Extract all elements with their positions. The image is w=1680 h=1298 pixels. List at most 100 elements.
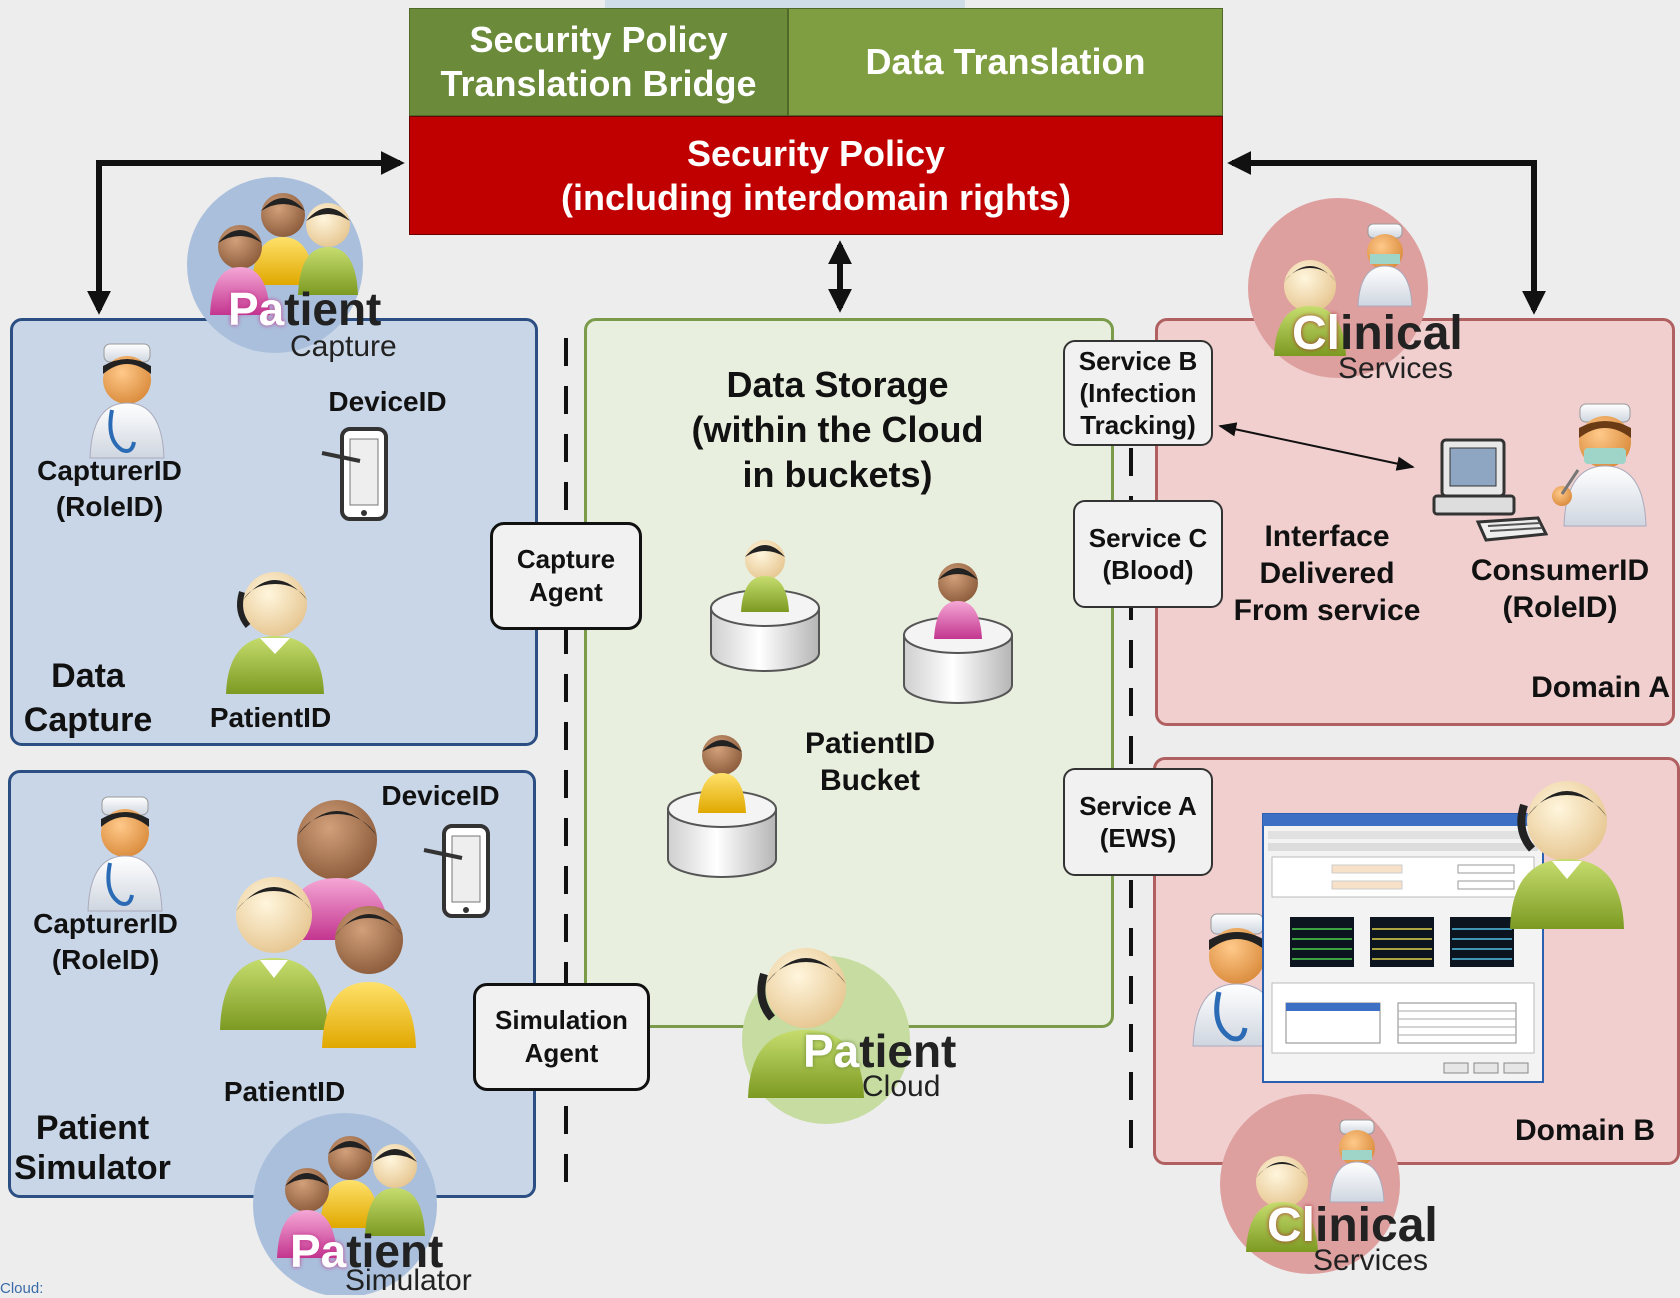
service-b-line2: (Infection xyxy=(1079,378,1197,408)
clinical-services-badge-b-icon xyxy=(1220,1094,1400,1274)
bridge-line2: Translation Bridge xyxy=(440,63,757,104)
policy-line2: (including interdomain rights) xyxy=(561,176,1071,218)
simulator-capturer-nurse-icon xyxy=(87,796,163,912)
badge-cloud-part-b: tient xyxy=(859,1025,957,1077)
service-c-line2: (Blood) xyxy=(1102,555,1194,585)
simulator-title-line2: Simulator xyxy=(14,1149,171,1187)
badge-word-part-a: Pa xyxy=(228,283,285,335)
capturer-line1: CapturerID xyxy=(37,455,182,486)
clinical-services-badge-a-title: Clinical xyxy=(1292,310,1463,358)
simulator-capturer-line1: CapturerID xyxy=(33,908,178,939)
capture-title-line2: Capture xyxy=(23,701,153,739)
capturer-nurse-icon xyxy=(89,343,165,459)
domain-b-title: Domain B xyxy=(1514,1114,1655,1147)
consumer-line2: (RoleID) xyxy=(1502,591,1618,624)
bucket-pink-icon xyxy=(903,563,1013,704)
data-capture-title: Data Capture xyxy=(18,654,158,742)
capture-device-label: DeviceID xyxy=(328,386,447,417)
clinical-a-part-a: Cl xyxy=(1292,307,1340,360)
policy-line1: Security Policy xyxy=(686,132,946,174)
patient-simulator-badge-title: Patient xyxy=(290,1228,443,1274)
simulation-agent-line1: Simulation xyxy=(495,1005,628,1035)
simulation-agent-box: Simulation Agent xyxy=(473,983,650,1091)
interface-line1: Interface xyxy=(1264,520,1390,553)
domain-b-patient-icon xyxy=(1510,781,1624,929)
storage-title-line1: Data Storage xyxy=(726,364,949,405)
bucket-line1: PatientID xyxy=(804,727,936,760)
clinical-services-badge-a-icon xyxy=(1248,198,1428,378)
arrow-service-b-to-consumer xyxy=(1218,422,1415,471)
bucket-line2: Bucket xyxy=(819,764,921,797)
security-policy-block: Security Policy (including interdomain r… xyxy=(409,116,1223,235)
patient-bucket-label: PatientID Bucket xyxy=(790,725,950,799)
service-a-box: Service A (EWS) xyxy=(1063,768,1213,876)
clinical-services-badge-b-title: Clinical xyxy=(1267,1202,1438,1250)
service-b-line1: Service B xyxy=(1078,346,1198,376)
service-b-line3: Tracking) xyxy=(1080,410,1196,440)
clinical-services-badge-b-sub: Services xyxy=(1313,1244,1429,1277)
bucket-yellow-icon xyxy=(667,735,777,878)
capturer-line2: (RoleID) xyxy=(55,491,164,522)
badge-word-part-b: tient xyxy=(284,283,382,335)
patient-simulator-title: Patient Simulator xyxy=(10,1108,175,1188)
interface-line3: From service xyxy=(1233,594,1421,627)
data-storage-title: Data Storage (within the Cloud in bucket… xyxy=(660,362,1015,497)
interface-delivered-label: Interface Delivered From service xyxy=(1222,518,1432,629)
tablet-device-icon xyxy=(321,427,388,521)
monitoring-app-window xyxy=(1262,813,1544,1083)
consumer-id-label: ConsumerID (RoleID) xyxy=(1460,552,1660,626)
bridge-line1: Security Policy xyxy=(469,19,728,60)
domain-a-title: Domain A xyxy=(1531,671,1670,704)
consumer-line1: ConsumerID xyxy=(1470,554,1650,587)
capture-patient-label: PatientID xyxy=(209,702,332,733)
bucket-green-icon xyxy=(710,540,820,672)
service-a-line2: (EWS) xyxy=(1099,823,1177,853)
domain-b-nurse-icon xyxy=(1192,913,1282,1047)
service-b-box: Service B (Infection Tracking) xyxy=(1063,340,1213,446)
service-c-box: Service C (Blood) xyxy=(1073,500,1223,608)
clinical-b-part-b: inical xyxy=(1315,1199,1438,1252)
simulator-capturer-label: CapturerID (RoleID) xyxy=(18,906,193,978)
clinical-a-part-b: inical xyxy=(1340,307,1463,360)
capture-title-line1: Data xyxy=(51,657,125,695)
capture-patient-icon xyxy=(226,572,324,694)
arrow-policy-to-capture xyxy=(87,151,405,315)
capture-capturer-label: CapturerID (RoleID) xyxy=(22,453,197,525)
patient-capture-badge-icon xyxy=(187,177,363,353)
storage-title-line3: in buckets) xyxy=(742,454,933,495)
footer-fragment: Cloud: xyxy=(0,1280,44,1297)
service-c-line1: Service C xyxy=(1088,523,1208,553)
capture-agent-line1: Capture xyxy=(516,544,616,574)
simulator-title-line1: Patient xyxy=(35,1109,150,1147)
data-translation-block: Data Translation xyxy=(788,8,1223,116)
translation-label: Data Translation xyxy=(865,41,1146,82)
capture-agent-line2: Agent xyxy=(529,577,603,607)
storage-title-line2: (within the Cloud xyxy=(691,409,984,450)
badge-cloud-part-a: Pa xyxy=(803,1025,860,1077)
interface-line2: Delivered xyxy=(1259,557,1395,590)
simulator-device-label: DeviceID xyxy=(381,780,500,811)
service-a-line1: Service A xyxy=(1079,791,1197,821)
badge-sim-part-a: Pa xyxy=(290,1225,347,1277)
patient-cloud-badge-sub: Cloud xyxy=(862,1070,941,1103)
arrow-policy-to-domain-a xyxy=(1227,151,1546,315)
capture-agent-box: Capture Agent xyxy=(490,522,642,630)
simulator-capturer-line2: (RoleID) xyxy=(51,944,160,975)
clinical-services-badge-a-sub: Services xyxy=(1338,352,1454,385)
top-strip xyxy=(605,0,965,10)
simulation-agent-line2: Agent xyxy=(524,1038,599,1068)
patient-simulator-badge-icon xyxy=(253,1113,437,1295)
security-policy-translation-bridge: Security Policy Translation Bridge xyxy=(409,8,788,116)
computer-workstation-icon xyxy=(1432,438,1548,542)
clinical-b-part-a: Cl xyxy=(1267,1199,1315,1252)
simulator-tablet-icon xyxy=(423,824,490,918)
patient-simulator-badge-sub: Simulator xyxy=(345,1264,472,1297)
badge-sim-part-b: tient xyxy=(346,1225,444,1277)
simulated-patients-group-icon xyxy=(220,800,416,1048)
consumer-surgeon-icon xyxy=(1552,403,1647,527)
patient-cloud-badge-icon xyxy=(742,948,910,1124)
simulator-patient-label: PatientID xyxy=(223,1076,346,1107)
patient-capture-badge-sub: Capture xyxy=(290,330,397,363)
patient-capture-badge-title: Patient xyxy=(228,286,381,332)
